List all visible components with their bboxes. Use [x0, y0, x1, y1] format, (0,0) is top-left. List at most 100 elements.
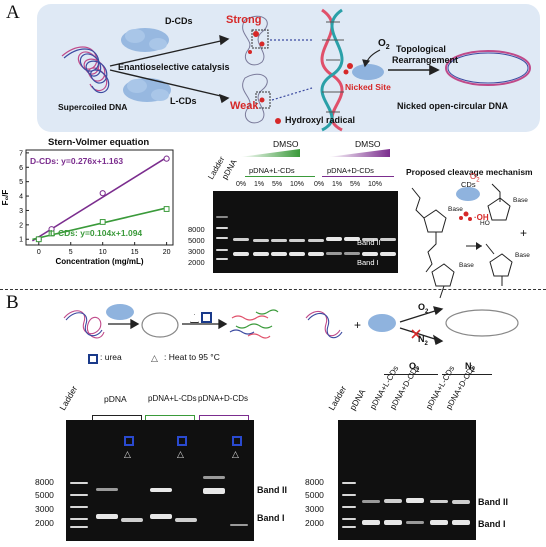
- sv-xlabel: Concentration (mg/mL): [56, 257, 144, 266]
- sv-point-0-0: [35, 236, 42, 243]
- b-n2-label: N2: [418, 334, 428, 347]
- gel-b2-image: [338, 420, 476, 540]
- dmso-label-1: DMSO: [273, 139, 299, 149]
- sv-xtick-label-0: 0: [37, 249, 41, 256]
- strong-label: Strong: [226, 14, 262, 26]
- sv-title: Stern-Volmer equation: [48, 137, 150, 148]
- b2-cds-icon: [368, 314, 396, 332]
- gel-b1-urea-3-icon: [232, 436, 242, 446]
- panel-a-schematic: [37, 4, 540, 132]
- b-denatured-strands-icon: [229, 309, 279, 339]
- sv-fit-line-0: [31, 156, 168, 242]
- b2-open-circle-icon: [445, 309, 519, 337]
- legend-heat-triangle-icon: △: [151, 353, 158, 363]
- gel-b1-lcds-bracket: [145, 415, 195, 420]
- gel-a-percent-5: 1%: [332, 181, 343, 188]
- b-supercoiled-icon: [63, 310, 105, 339]
- b-plus: +: [354, 318, 362, 332]
- sv-point-1-1: [48, 230, 55, 237]
- gel-a-marker-2000: 2000: [188, 258, 205, 267]
- sv-point-0-3: [163, 155, 170, 162]
- gel-a-percent-3: 10%: [290, 181, 305, 188]
- gel-a-dmso-header: [240, 138, 400, 178]
- mech-title: Proposed cleavage mechanism: [406, 167, 533, 177]
- lcds-label: L-CDs: [170, 96, 197, 106]
- sv-xtick-label-3: 15: [131, 249, 139, 256]
- sv-point-1-0: [35, 236, 42, 243]
- gel-b1-heat-1-icon: △: [124, 449, 131, 459]
- gel-b2-marker-2000: 2000: [305, 518, 324, 528]
- gel-b1-heat-2-icon: △: [177, 449, 184, 459]
- sv-point-1-3: [163, 206, 170, 212]
- mech-ho-label: HO: [480, 220, 490, 227]
- b-open-circle-icon: [141, 312, 179, 338]
- gel-b1-marker-8000: 8000: [35, 477, 54, 487]
- gel-a-band2: Band II: [357, 238, 381, 247]
- sv-ytick-label-6: 7: [19, 150, 23, 157]
- sv-ytick-label-3: 4: [19, 194, 23, 201]
- sv-dcds-eq: D-CDs: y=0.276x+1.163: [30, 156, 123, 166]
- gel-b1-heat-3-icon: △: [232, 449, 239, 459]
- sv-lcds-eq: L-CDs: y=0.104x+1.094: [50, 228, 142, 238]
- supercoiled-label: Supercoiled DNA: [58, 102, 128, 112]
- dcds-label: D-CDs: [165, 16, 193, 26]
- gel-b2-marker-8000: 8000: [305, 477, 324, 487]
- weak-label: Weak: [230, 100, 259, 112]
- b-cds-icon: [106, 304, 134, 320]
- gel-b1-urea-1-icon: [124, 436, 134, 446]
- gel-b2-o2-group: O2: [409, 361, 420, 374]
- catalysis-label: Enantioselective catalysis: [118, 62, 230, 72]
- gel-a-percent-4: 0%: [314, 181, 325, 188]
- gel-b1-marker-5000: 5000: [35, 490, 54, 500]
- sv-point-0-2: [99, 190, 106, 197]
- sv-ytick-label-0: 1: [19, 237, 23, 244]
- sv-ytick-label-1: 2: [19, 222, 23, 229]
- mech-oh-label: ·OH: [474, 213, 489, 222]
- gel-b2-band1: Band I: [478, 519, 506, 529]
- gel-a-pdna-l-label: pDNA+L-CDs: [249, 166, 295, 175]
- mech-base-3: Base: [513, 197, 528, 204]
- sv-ytick-label-5: 6: [19, 165, 23, 172]
- gel-b2-lane-1: pDNA: [347, 387, 368, 412]
- gel-a-marker-5000: 5000: [188, 236, 205, 245]
- b-o2-label: O2: [418, 302, 429, 315]
- gel-b2-ladder-label: Ladder: [326, 384, 349, 412]
- lcds-dmso-wedge: [240, 149, 300, 157]
- gel-b1-urea-2-icon: [177, 436, 187, 446]
- sv-point-1-2: [99, 219, 106, 225]
- sv-ytick-label-4: 5: [19, 179, 23, 186]
- gel-b1-marker-2000: 2000: [35, 518, 54, 528]
- urea-square-icon: [201, 312, 212, 323]
- o2-label: O2: [378, 38, 390, 51]
- gel-b1-pdna-label: pDNA: [104, 394, 127, 404]
- sv-fit-line-1: [32, 207, 167, 241]
- gel-b1-pdna-d-label: pDNA+D-CDs: [198, 394, 249, 403]
- gel-a-marker-3000: 3000: [188, 247, 205, 256]
- nicked-site-label: Nicked Site: [345, 82, 391, 92]
- gel-a-percent-1: 1%: [254, 181, 265, 188]
- sv-plot-frame: [25, 149, 174, 246]
- topological-label: Topological: [396, 44, 446, 54]
- dmso-label-2: DMSO: [355, 139, 381, 149]
- lcds-bracket: [245, 176, 315, 177]
- gel-b1-band1: Band I: [257, 513, 285, 523]
- mech-base-1: Base: [448, 206, 463, 213]
- gel-b2-n2-group: N2: [465, 361, 475, 374]
- gel-b1-pdna-l-label: pDNA+L-CDs: [148, 394, 197, 403]
- gel-b2-marker-5000: 5000: [305, 490, 324, 500]
- heat-triangle-icon: [190, 314, 199, 323]
- gel-a-percent-6: 5%: [350, 181, 361, 188]
- gel-b2-n2-bracket: [442, 374, 492, 375]
- panel-a-letter: A: [6, 2, 20, 23]
- gel-b2-band2: Band II: [478, 497, 509, 507]
- gel-a-percent-0: 0%: [236, 181, 247, 188]
- panel-divider: [0, 289, 546, 290]
- gel-b1-dcds-bracket: [199, 415, 249, 420]
- sv-point-0-1: [48, 226, 55, 233]
- gel-a-image: [213, 191, 398, 273]
- gel-a-pdna-d-label: pDNA+D-CDs: [327, 166, 374, 175]
- gel-b2-o2-bracket: [384, 374, 438, 375]
- panel-b-letter: B: [6, 292, 19, 313]
- mech-plus: +: [520, 226, 528, 240]
- nicked-dna-label: Nicked open-circular DNA: [397, 101, 509, 111]
